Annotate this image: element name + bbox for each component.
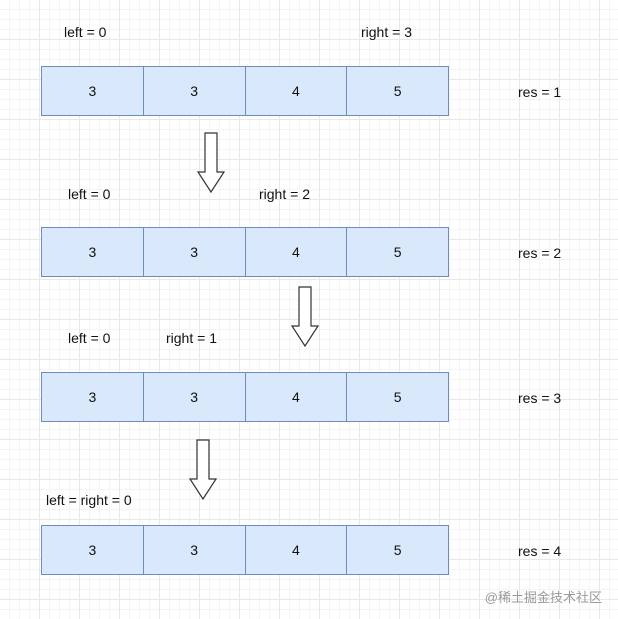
array-cell: 4 — [244, 66, 348, 116]
array-row: 3 3 4 5 — [41, 227, 449, 277]
array-row: 3 3 4 5 — [41, 525, 449, 575]
array-cell: 3 — [41, 66, 144, 116]
array-cell: 3 — [41, 227, 144, 277]
down-arrow-icon — [196, 132, 226, 194]
right-pointer-label: right = 2 — [259, 186, 310, 202]
right-pointer-label: right = 3 — [361, 24, 412, 40]
array-cell: 5 — [346, 525, 449, 575]
result-label: res = 2 — [518, 245, 562, 261]
right-pointer-label: right = 1 — [166, 330, 217, 346]
array-cell: 3 — [142, 66, 246, 116]
array-cell: 3 — [142, 372, 246, 422]
result-label: res = 3 — [518, 390, 562, 406]
left-pointer-label: left = 0 — [68, 186, 111, 202]
array-cell: 3 — [41, 525, 144, 575]
array-cell: 3 — [142, 525, 246, 575]
array-cell: 5 — [346, 66, 449, 116]
array-cell: 5 — [346, 227, 449, 277]
array-cell: 4 — [244, 372, 348, 422]
down-arrow-icon — [188, 439, 218, 501]
left-right-pointer-label: left = right = 0 — [46, 492, 132, 508]
array-row: 3 3 4 5 — [41, 66, 449, 116]
result-label: res = 1 — [518, 84, 562, 100]
left-pointer-label: left = 0 — [68, 330, 111, 346]
array-cell: 4 — [244, 227, 348, 277]
array-cell: 3 — [41, 372, 144, 422]
left-pointer-label: left = 0 — [64, 24, 107, 40]
array-cell: 4 — [244, 525, 348, 575]
watermark: @稀土掘金技术社区 — [484, 590, 602, 605]
result-label: res = 4 — [518, 543, 562, 559]
array-cell: 5 — [346, 372, 449, 422]
down-arrow-icon — [290, 286, 320, 348]
array-cell: 3 — [142, 227, 246, 277]
array-row: 3 3 4 5 — [41, 372, 449, 422]
